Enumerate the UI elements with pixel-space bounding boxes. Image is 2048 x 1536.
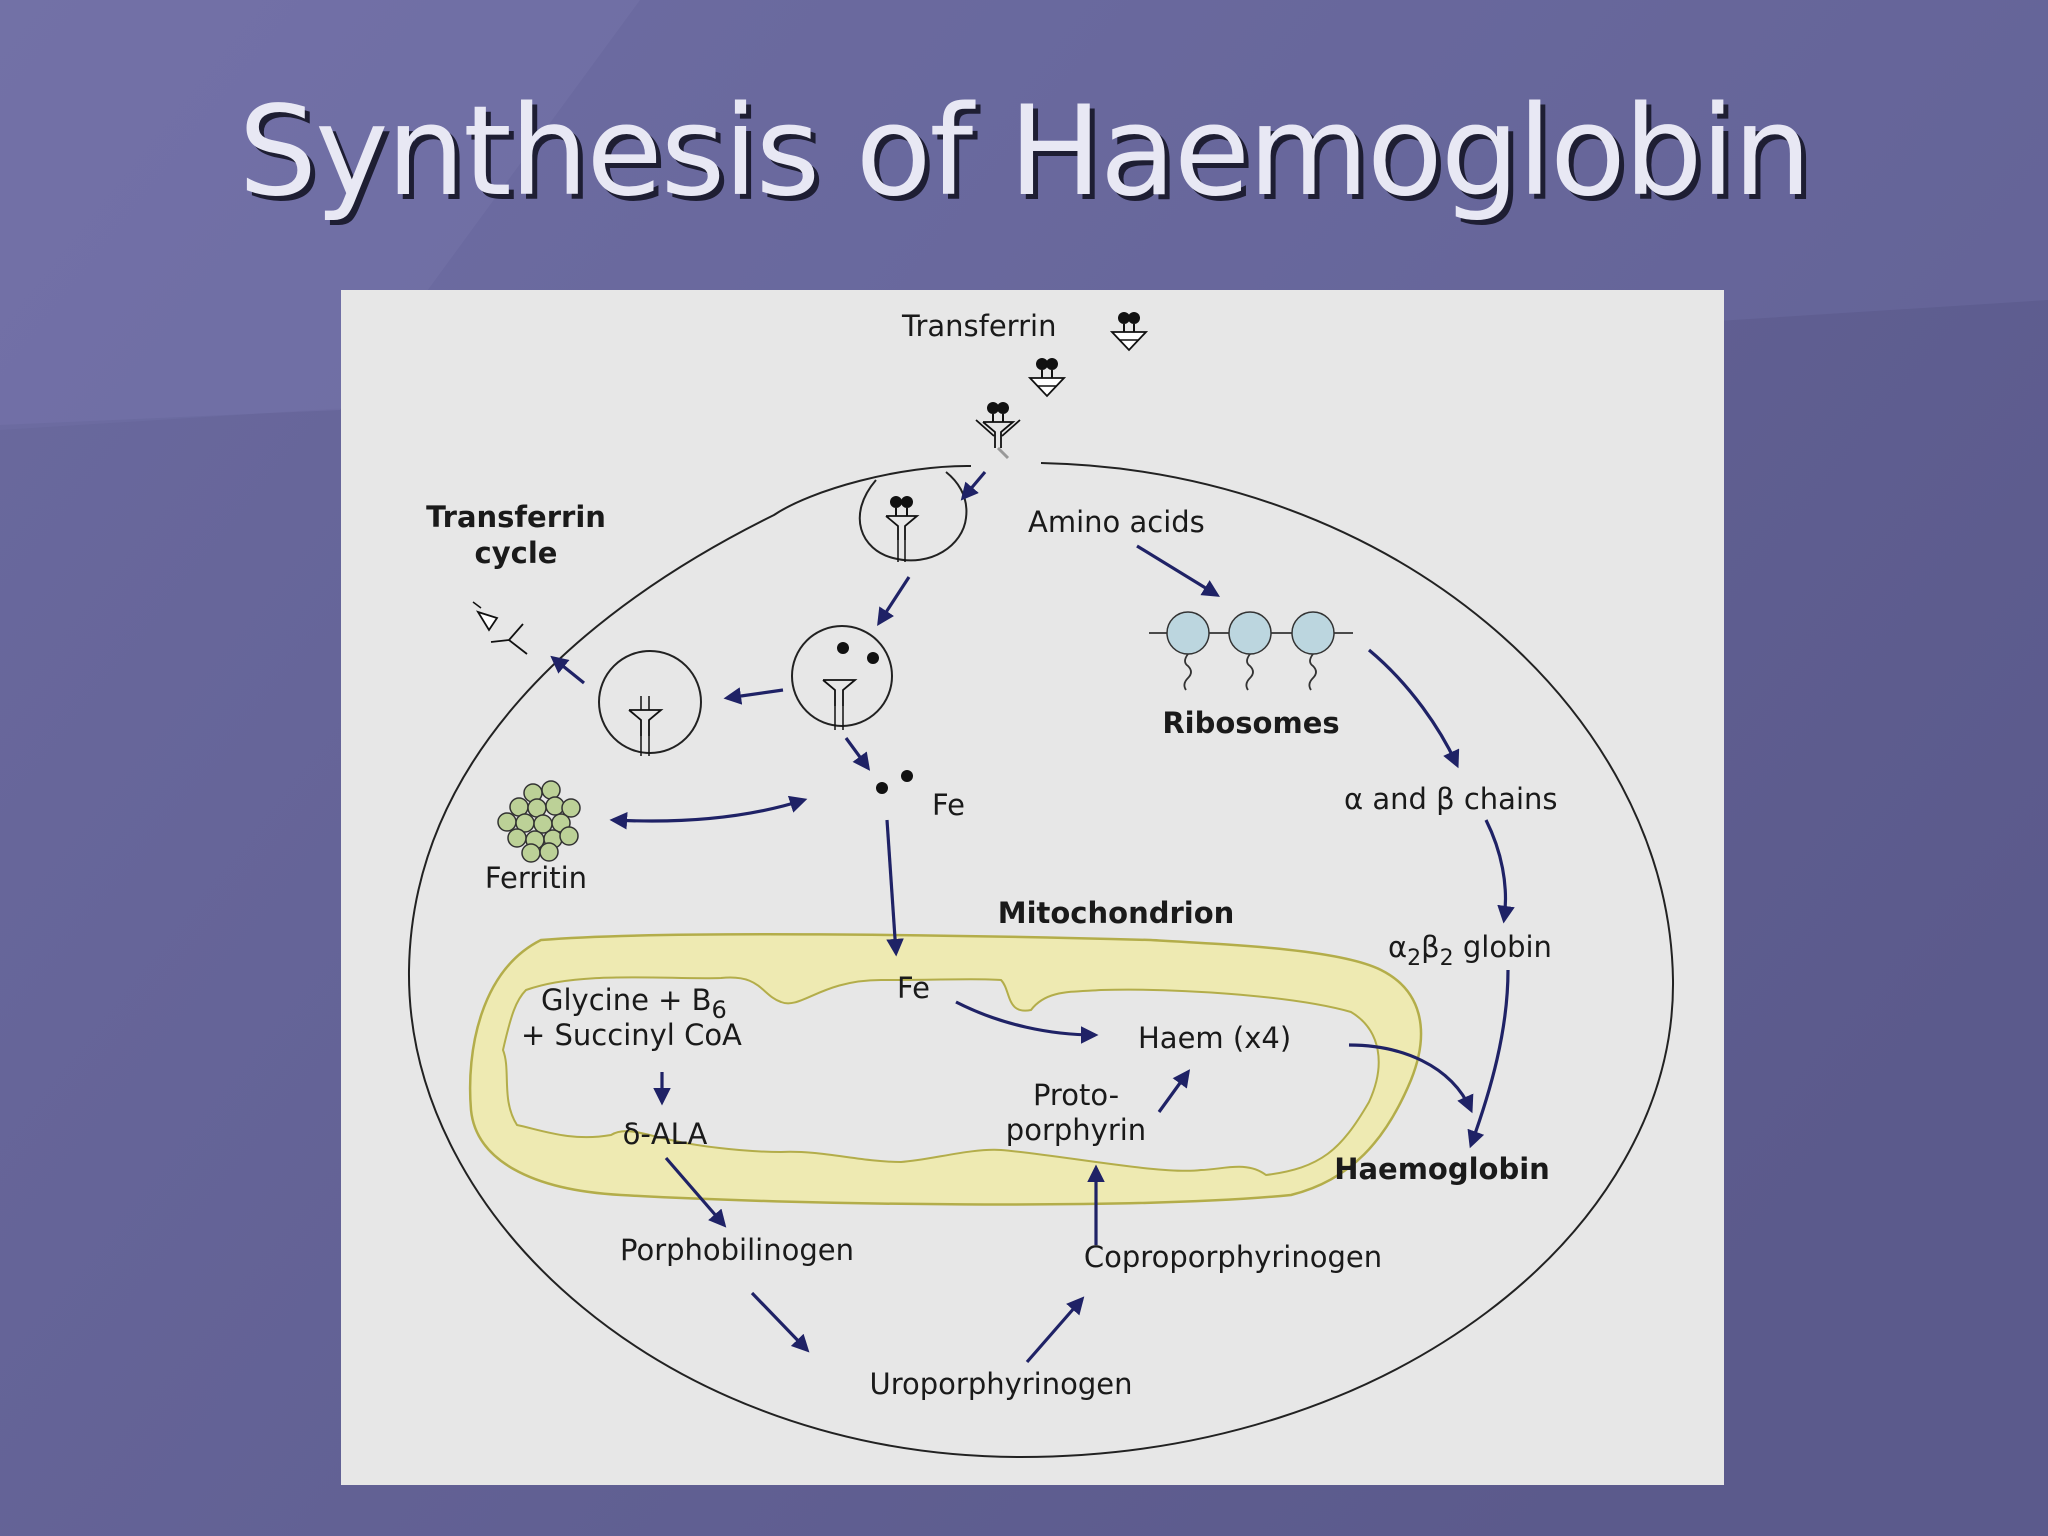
label-transferrin-cycle: Transferrin: [426, 500, 606, 534]
label-alpha-beta-chains: α and β chains: [1344, 782, 1558, 816]
label-ferritin: Ferritin: [485, 861, 587, 895]
slide-title: Synthesis of Haemoglobin: [238, 80, 1811, 224]
iron-dot: [876, 782, 888, 794]
label-protoporphyrin: porphyrin: [1006, 1113, 1146, 1147]
cell-membrane: [407, 462, 1675, 1459]
arrow-haem-haemoglobin: [1348, 1043, 1474, 1114]
label-uroporphyrinogen: Uroporphyrinogen: [869, 1367, 1132, 1401]
label-fe-mitochondrial: Fe: [897, 971, 930, 1005]
pathway-arrows: [550, 470, 1515, 1364]
haemoglobin-synthesis-diagram: Transferrin Transferrin cycle Amino acid…: [407, 309, 1675, 1459]
arrow-amino-ribosomes: [1136, 544, 1221, 597]
label-transferrin: Transferrin: [901, 309, 1056, 343]
arrow-proto-haem: [1157, 1069, 1191, 1113]
label-glycine: Glycine + B6: [541, 983, 727, 1024]
label-ribosomes: Ribosomes: [1162, 706, 1339, 740]
arrow-transferrin-out: [550, 655, 586, 685]
transferrin-iron-icon: [1027, 358, 1067, 398]
label-delta-ala: δ-ALA: [623, 1117, 708, 1151]
ribosome-icon: [1149, 611, 1353, 691]
arrow-endocytosis: [877, 576, 911, 626]
label-globin: α2β2 globin: [1388, 930, 1552, 971]
arrow-fe-to-mito: [885, 819, 904, 957]
mitochondrion-shape: [468, 932, 1423, 1206]
label-porphobilinogen: Porphobilinogen: [620, 1233, 854, 1267]
label-haemoglobin: Haemoglobin: [1334, 1152, 1550, 1186]
arrow-chains-globin: [1484, 819, 1515, 924]
transferrin-iron-icon: [1109, 312, 1149, 352]
arrow-transferrin-in: [960, 470, 987, 501]
arrow-ala-pbg: [664, 1156, 727, 1228]
arrow-uro-copro: [1025, 1296, 1085, 1364]
arrow-globin-haemoglobin: [1467, 969, 1510, 1149]
ferritin-cluster-icon: [497, 780, 581, 863]
endosome-icon: [858, 471, 968, 562]
diagram-panel: Transferrin Transferrin cycle Amino acid…: [341, 290, 1724, 1485]
arrow-fe-release: [844, 737, 871, 771]
label-succinyl-coa: + Succinyl CoA: [521, 1018, 742, 1052]
transferrin-receptor-icon: [472, 601, 528, 655]
label-mitochondrion: Mitochondrion: [998, 896, 1235, 930]
label-transferrin-cycle: cycle: [475, 536, 558, 570]
label-coproporphyrinogen: Coproporphyrinogen: [1084, 1240, 1382, 1274]
arrow-ribosome-chains: [1367, 648, 1460, 769]
iron-dot: [901, 770, 913, 782]
label-haem: Haem (x4): [1138, 1021, 1291, 1055]
endosome-icon: [598, 650, 702, 756]
transferrin-receptor-icon: [975, 402, 1021, 460]
arrow-recycle: [723, 687, 784, 705]
label-protoporphyrin: Proto-: [1033, 1078, 1119, 1112]
endosome-icon: [791, 625, 893, 730]
arrow-ferritin-storage: [609, 795, 808, 830]
label-amino-acids: Amino acids: [1028, 505, 1205, 539]
arrow-pbg-uro: [750, 1291, 810, 1353]
label-fe: Fe: [932, 788, 965, 822]
arrow-fe-haem: [955, 1000, 1099, 1044]
